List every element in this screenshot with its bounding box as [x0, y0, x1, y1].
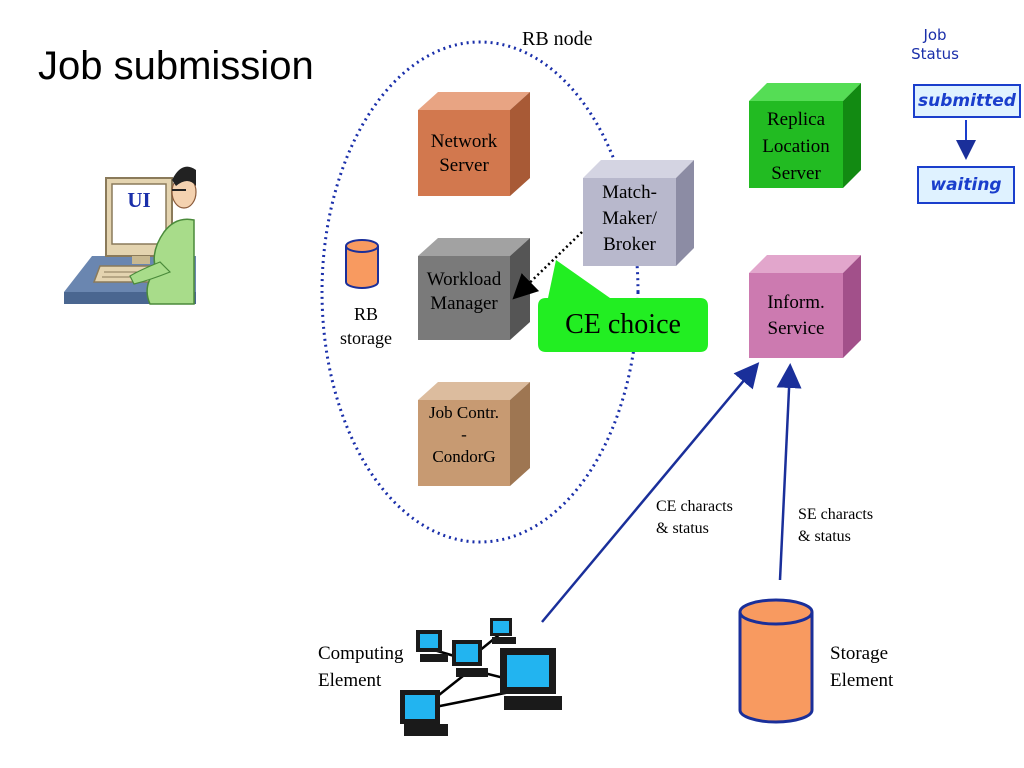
ce-choice-callout: [538, 260, 708, 352]
job-status-title-line1: Job: [923, 26, 947, 44]
network-server-label[interactable]: Network Server: [418, 130, 510, 178]
job-controller-box[interactable]: [418, 382, 530, 486]
match-maker-line1: Match-: [602, 182, 657, 203]
info-service-label[interactable]: Inform. Service: [749, 290, 843, 342]
ui-label: UI: [127, 188, 151, 212]
ce-characts-arrow: [541, 362, 760, 623]
match-maker-line2: Maker/: [602, 208, 657, 229]
job-controller-line1: Job Contr.: [429, 403, 499, 422]
ce-characts-line2: & status: [656, 520, 709, 537]
status-submitted: submitted: [913, 84, 1021, 118]
storage-element-line2: Element: [830, 670, 894, 691]
replica-line3: Server: [771, 163, 821, 184]
job-controller-line3: CondorG: [432, 447, 496, 466]
computing-element-line2: Element: [318, 670, 382, 691]
rb-storage-line2: storage: [340, 328, 392, 348]
network-server-line1: Network: [430, 131, 498, 152]
rb-storage-line1: RB: [353, 304, 378, 324]
status-waiting: waiting: [917, 166, 1015, 204]
replica-location-server-box[interactable]: [749, 83, 861, 188]
workload-manager-label[interactable]: Workload Manager: [418, 268, 510, 316]
info-service-box[interactable]: [749, 255, 861, 358]
storage-element-line1: Storage: [830, 643, 889, 664]
match-maker-box[interactable]: [583, 160, 694, 266]
match-maker-label[interactable]: Match- Maker/ Broker: [583, 180, 676, 258]
se-characts-line1: SE characts: [798, 506, 874, 523]
network-server-box[interactable]: [418, 92, 530, 196]
job-status-title-line2: Status: [911, 45, 959, 63]
rb-node-boundary: [320, 40, 640, 544]
computing-element-label: Computing Element: [318, 640, 404, 694]
job-status-title: Job Status: [896, 26, 974, 64]
ce-choice-text: CE choice: [565, 309, 681, 340]
se-characts-label: SE characts & status: [798, 504, 873, 548]
storage-element-label: Storage Element: [830, 640, 893, 694]
storage-element-cylinder: [738, 598, 814, 724]
slide-title: Job submission: [38, 44, 314, 88]
job-controller-line2: -: [461, 425, 467, 444]
replica-location-server-label[interactable]: Replica Location Server: [749, 106, 843, 187]
rb-node-label: RB node: [522, 28, 593, 50]
se-characts-arrow: [776, 363, 802, 581]
replica-line2: Location: [762, 136, 830, 157]
network-server-line2: Server: [439, 155, 489, 176]
info-service-line1: Inform.: [767, 292, 825, 313]
workload-manager-line1: Workload: [426, 269, 502, 290]
replica-line1: Replica: [766, 109, 826, 130]
se-characts-line2: & status: [798, 528, 851, 545]
job-controller-label[interactable]: Job Contr. - CondorG: [418, 402, 510, 468]
ui-workstation-illustration: [64, 166, 197, 305]
rb-storage-label: RB storage: [326, 302, 406, 350]
workload-manager-line2: Manager: [430, 293, 498, 314]
ce-characts-line1: CE characts: [656, 498, 733, 515]
matchmaker-to-workload-arrow: [512, 231, 583, 300]
computing-element-illustration: [400, 618, 562, 736]
rb-storage-cylinder: [345, 239, 379, 289]
match-maker-line3: Broker: [603, 234, 656, 255]
ce-characts-label: CE characts & status: [656, 496, 733, 540]
computing-element-line1: Computing: [318, 643, 404, 664]
info-service-line2: Service: [767, 318, 825, 339]
